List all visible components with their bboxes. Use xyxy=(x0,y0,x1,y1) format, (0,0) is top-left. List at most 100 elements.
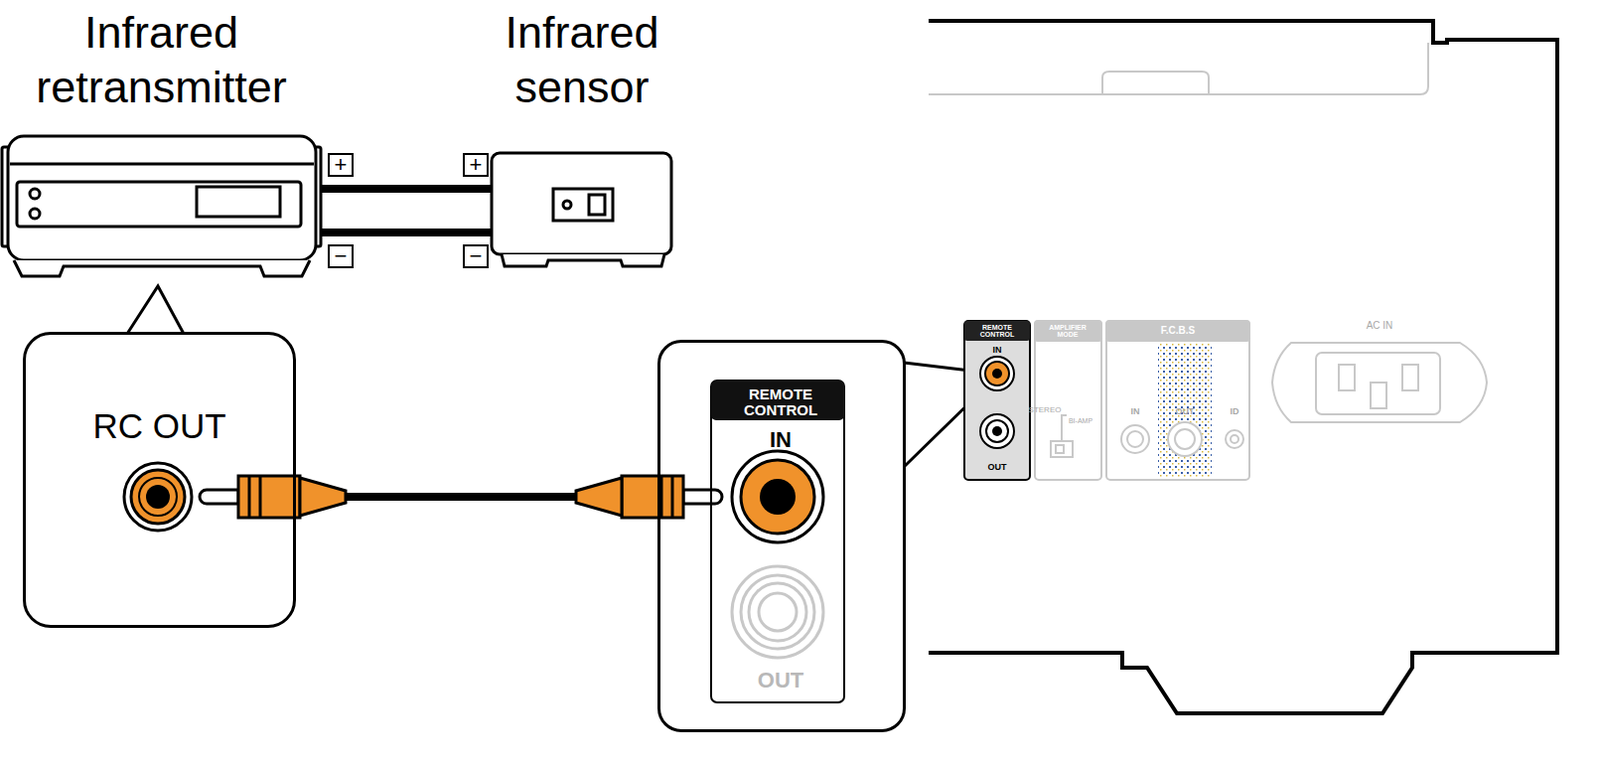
drawing-part xyxy=(1174,429,1195,449)
drawing-part xyxy=(980,414,1015,448)
drawing-part xyxy=(928,42,1429,95)
panel-label: AC IN xyxy=(1366,320,1394,331)
terminal-box xyxy=(328,153,488,268)
polarity-mark: − xyxy=(334,245,348,268)
drawing-part xyxy=(299,477,346,516)
node-text: IN xyxy=(714,428,848,452)
panel-label: IN xyxy=(993,345,1003,355)
drawing-part xyxy=(1230,435,1239,443)
remote-panel xyxy=(964,320,1030,480)
drawing-part xyxy=(1055,444,1064,453)
wire xyxy=(317,232,492,234)
amplifier-top-detail xyxy=(928,42,1429,95)
drawing-part xyxy=(199,489,239,504)
drawing-part xyxy=(553,188,613,221)
drawing-part xyxy=(671,475,675,518)
drawing-part xyxy=(463,153,488,176)
drawing-part xyxy=(563,200,572,209)
panel-label: AMPLIFIER MODE xyxy=(1037,323,1098,338)
drawing-part xyxy=(1127,431,1144,447)
drawing-part xyxy=(9,162,314,166)
panel-label: ID xyxy=(1230,407,1240,417)
panel-label: OUT xyxy=(1175,407,1195,417)
drawing-part xyxy=(7,136,316,261)
drawing-part xyxy=(683,489,723,504)
drawing-part xyxy=(328,153,353,176)
polarity-mark: + xyxy=(334,153,348,176)
panel-label: F.C.B.S xyxy=(1161,325,1195,336)
drawing-part xyxy=(13,260,310,277)
drawing-part xyxy=(1225,430,1244,448)
drawing-part xyxy=(196,186,281,217)
polarity-mark: + xyxy=(469,153,483,176)
rca-plug xyxy=(199,475,346,518)
drawing-part xyxy=(1061,415,1067,441)
node-text: Infrared retransmitter xyxy=(4,4,318,115)
drawing-part xyxy=(491,152,672,255)
drawing-part xyxy=(992,368,1003,379)
drawing-part xyxy=(139,477,177,516)
drawing-part xyxy=(29,188,40,199)
drawing-part xyxy=(986,420,1009,442)
panel-label: REMOTE CONTROL xyxy=(967,323,1027,338)
drawing-part xyxy=(131,469,185,524)
retransmitter-body xyxy=(1,136,321,277)
drawing-part xyxy=(1106,320,1250,341)
sensor-body xyxy=(491,152,672,267)
greyed-panel xyxy=(1034,320,1487,480)
drawing-part xyxy=(740,575,815,649)
drawing-part xyxy=(29,208,40,219)
drawing-part xyxy=(748,582,807,641)
drawing-part xyxy=(145,484,170,509)
drawing-part xyxy=(731,566,824,658)
panel-label: BI-AMP xyxy=(1068,417,1093,425)
node-text: OUT xyxy=(714,668,848,693)
drawing-part xyxy=(1106,320,1250,480)
drawing-part xyxy=(1402,364,1419,391)
drawing-part xyxy=(621,475,684,518)
drawing-part xyxy=(1338,364,1355,391)
node-text: Infrared sensor xyxy=(481,4,683,115)
drawing-part xyxy=(463,245,488,268)
drawing-part xyxy=(1272,342,1487,423)
drawing-part xyxy=(1158,343,1212,477)
drawing-part xyxy=(124,462,192,531)
panel-label: OUT xyxy=(988,462,1008,472)
drawing-part xyxy=(992,426,1003,437)
drawing-part xyxy=(588,194,605,215)
drawing-part xyxy=(740,459,815,534)
drawing-part xyxy=(731,450,824,543)
callout-pointer xyxy=(127,286,984,467)
drawing-part xyxy=(328,245,353,268)
drawing-part xyxy=(759,478,796,515)
drawing-part xyxy=(238,475,300,518)
drawing-part xyxy=(576,477,622,516)
panel-label: IN xyxy=(1131,407,1141,417)
drawing-part xyxy=(964,320,1030,341)
drawing-part xyxy=(1121,425,1150,453)
polarity-mark: − xyxy=(469,245,483,268)
amplifier-outline xyxy=(928,20,1558,714)
drawing-part xyxy=(1034,320,1102,480)
drawing-part xyxy=(980,356,1015,391)
drawing-part xyxy=(985,361,1010,386)
rc-out-jack xyxy=(124,462,192,531)
wire xyxy=(317,188,492,190)
drawing-part xyxy=(1370,382,1387,409)
drawing-part xyxy=(928,20,1558,714)
node-text: RC OUT xyxy=(25,406,293,446)
drawing-part xyxy=(1315,352,1441,415)
node-text: REMOTE CONTROL xyxy=(714,386,848,419)
rca-plug xyxy=(576,475,723,518)
drawing-part xyxy=(758,592,797,631)
callout-box: RC OUT xyxy=(22,331,296,628)
connector-line xyxy=(317,184,492,193)
drawing-part xyxy=(127,286,184,334)
drawing-part xyxy=(1167,422,1202,456)
connector-line xyxy=(317,228,492,237)
panel-label: STEREO xyxy=(1028,406,1062,415)
drawing-part xyxy=(731,566,824,658)
drawing-part xyxy=(259,475,263,518)
drawing-part xyxy=(1102,71,1209,95)
